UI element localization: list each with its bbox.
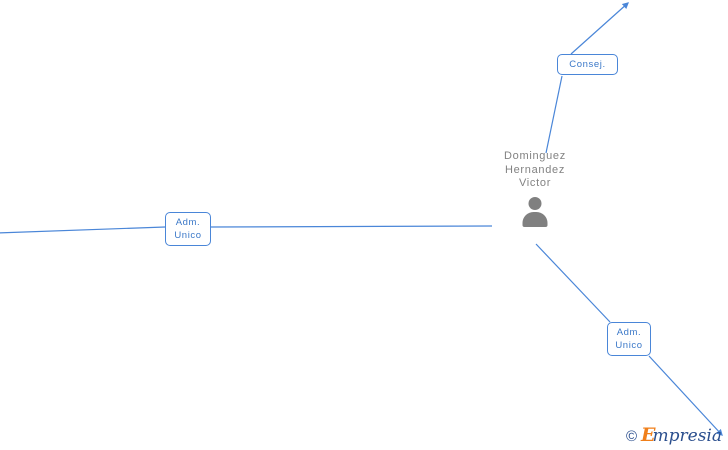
role-label-line-1: Adm. bbox=[616, 327, 642, 338]
brand-logo: Empresia bbox=[641, 426, 722, 446]
edge-person-to-consej bbox=[545, 75, 563, 154]
edge-adm-bottom-to-offscreen bbox=[648, 355, 723, 436]
role-label-adm-unico-left[interactable]: Adm. Unico bbox=[165, 212, 211, 246]
edge-consej-to-offscreen bbox=[570, 2, 629, 55]
role-label-consej-top[interactable]: Consej. bbox=[557, 54, 618, 75]
role-label-line-2: Unico bbox=[174, 230, 202, 241]
brand-initial: E bbox=[641, 424, 656, 446]
person-silhouette-icon bbox=[518, 196, 552, 227]
person-name: Dominguez Hernandez Victor bbox=[504, 150, 566, 189]
copyright-icon: © bbox=[625, 428, 638, 445]
brand-name: mpresia bbox=[652, 426, 723, 446]
role-label-line-1: Adm. bbox=[175, 217, 201, 228]
role-label-line-1: Consej. bbox=[569, 59, 606, 70]
edge-left-to-person bbox=[210, 225, 493, 228]
avatar-body bbox=[522, 211, 548, 227]
empresia-watermark: © Empresia bbox=[626, 426, 722, 446]
edge-left-offscreen bbox=[0, 226, 166, 234]
avatar-head bbox=[528, 196, 542, 210]
role-label-line-2: Unico bbox=[615, 340, 643, 351]
role-label-adm-unico-bottom[interactable]: Adm. Unico bbox=[607, 322, 651, 356]
edge-person-to-adm-bottom bbox=[535, 243, 611, 323]
person-node[interactable]: Dominguez Hernandez Victor bbox=[455, 150, 615, 227]
